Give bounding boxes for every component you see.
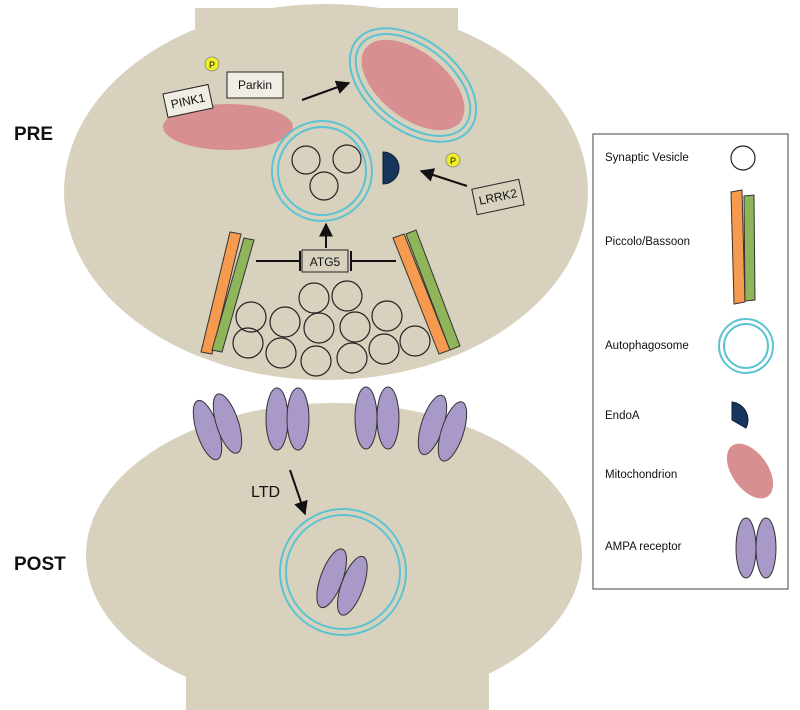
ampa-receptor-icon: [735, 517, 777, 579]
phospho-marker-lrrk2: P: [445, 152, 461, 168]
legend-label-piccolo-bassoon: Piccolo/Bassoon: [605, 236, 690, 248]
parkin-label: Parkin: [238, 78, 272, 92]
arrow-lrrk2-to-endoa: [419, 168, 468, 187]
endoa-icon: [731, 401, 749, 429]
piccolo-bassoon-left: [200, 231, 255, 355]
legend-label-ampa-receptor: AMPA receptor: [605, 541, 682, 553]
mitochondrion: [163, 104, 293, 150]
engulfed-mitochondrion: [361, 39, 465, 131]
endoa: [382, 151, 400, 185]
ampa-receptor: [265, 387, 310, 451]
vesicle-autophagosome: [271, 120, 373, 222]
internalized-ampa-receptor: [316, 548, 368, 616]
legend-label-mitochondrion: Mitochondrion: [605, 469, 677, 481]
ampa-receptor: [192, 393, 243, 461]
post-autophagosome: [279, 508, 407, 636]
phospho-label-lrrk2: P: [450, 156, 456, 166]
atg5-box: [301, 249, 349, 273]
pre-label: PRE: [14, 124, 53, 145]
inhibition-right: [350, 251, 396, 271]
mitophagosome: [348, 27, 478, 143]
atg5-label: ATG5: [310, 255, 341, 269]
ampa-receptor: [354, 386, 400, 450]
legend-label-autophagosome: Autophagosome: [605, 340, 689, 352]
arrow-ltd: [289, 469, 308, 516]
vesicle-cluster: [232, 280, 431, 377]
pink1-box: PINK1: [162, 83, 214, 119]
autophagosome-icon: [718, 318, 774, 374]
mitochondrion-icon: [726, 443, 774, 499]
piccolo-bassoon-icon: [730, 189, 756, 305]
lrrk2-box: LRRK2: [471, 178, 525, 216]
inhibition-left: [256, 251, 301, 271]
post-label: POST: [14, 554, 66, 575]
legend-label-endoa: EndoA: [605, 410, 640, 422]
phospho-marker-pink1: P: [204, 56, 220, 72]
ampa-receptor: [417, 394, 468, 462]
synaptic-vesicle-icon: [730, 145, 756, 171]
legend: Synaptic Vesicle Piccolo/Bassoon Autopha…: [592, 133, 789, 590]
ampa-receptors: [192, 386, 468, 462]
arrow-to-mitophagosome: [301, 80, 351, 101]
parkin-box: [226, 71, 284, 99]
piccolo-bassoon-right: [392, 229, 461, 355]
legend-label-synaptic-vesicle: Synaptic Vesicle: [605, 152, 689, 164]
ltd-label: LTD: [251, 484, 280, 501]
phospho-label-pink1: P: [209, 60, 215, 70]
